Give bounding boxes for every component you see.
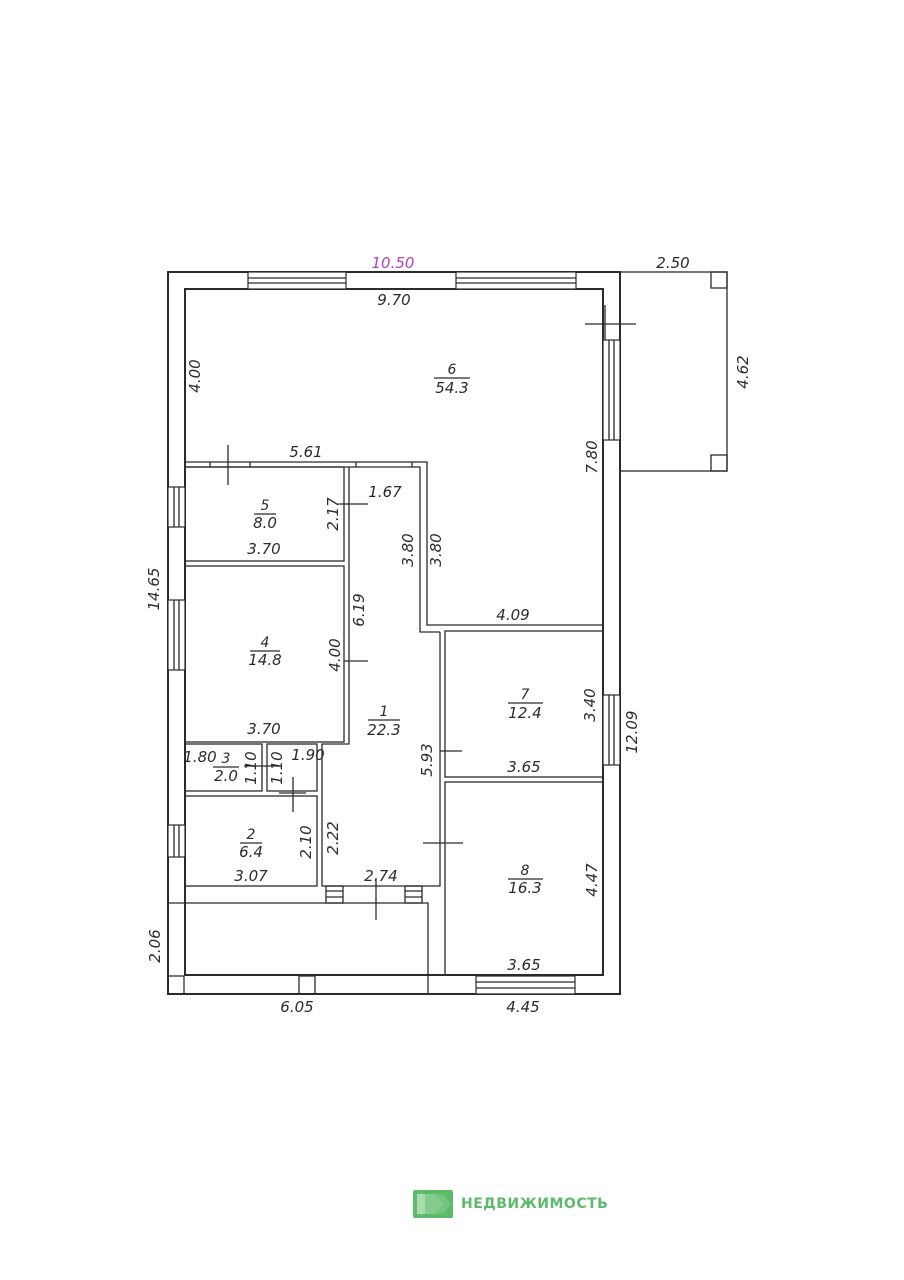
dim-wc-width: 1.90 bbox=[291, 746, 324, 764]
window-top-room5-gap bbox=[209, 462, 413, 467]
room-4-area: 14.8 bbox=[248, 651, 281, 669]
dimension-labels: 10.50 2.50 4.62 14.65 9.70 4.00 7.80 5.6… bbox=[145, 254, 752, 1016]
dim-living-step-b: 3.80 bbox=[427, 533, 445, 566]
window-right-room7 bbox=[602, 694, 621, 766]
windows bbox=[167, 271, 621, 995]
dim-overall-width: 10.50 bbox=[372, 254, 415, 272]
window-left-room2 bbox=[167, 824, 186, 858]
dim-right-wall: 12.09 bbox=[623, 711, 641, 754]
dim-room2-height: 2.10 bbox=[297, 825, 315, 858]
room-5-area: 8.0 bbox=[253, 514, 277, 532]
dim-living-top: 9.70 bbox=[377, 291, 410, 309]
terrace bbox=[619, 271, 728, 472]
dim-room7-width: 3.65 bbox=[507, 758, 540, 776]
dim-bottom-right: 4.45 bbox=[506, 998, 539, 1016]
room-5-number: 5 bbox=[261, 498, 270, 514]
room-8-area: 16.3 bbox=[508, 879, 541, 897]
hall-walls bbox=[321, 467, 441, 887]
dim-terrace-width: 2.50 bbox=[656, 254, 689, 272]
dim-terrace-depth: 4.62 bbox=[734, 355, 752, 388]
room-3-area: 2.0 bbox=[214, 767, 238, 785]
porch bbox=[167, 885, 429, 995]
dim-room3-h1: 1.10 bbox=[242, 751, 260, 784]
dim-room7-height: 3.40 bbox=[581, 688, 599, 721]
dim-room4-height: 4.00 bbox=[326, 638, 344, 671]
brand-name: НЕДВИЖИМОСТЬ bbox=[461, 1196, 609, 1212]
dim-living-bottom-right: 4.09 bbox=[496, 606, 529, 624]
room-labels: 6 54.3 5 8.0 4 14.8 1 22.3 3 2.0 2 6.4 7… bbox=[214, 362, 542, 897]
dim-overall-height: 14.65 bbox=[145, 568, 163, 611]
dim-hall-top: 1.67 bbox=[368, 483, 402, 501]
window-right-living bbox=[602, 339, 621, 441]
dim-room2-width: 3.07 bbox=[234, 867, 268, 885]
dim-porch-depth: 2.06 bbox=[146, 929, 164, 962]
room-6-area: 54.3 bbox=[435, 379, 468, 397]
brand-logo-icon bbox=[413, 1190, 453, 1218]
room-3-walls bbox=[184, 743, 263, 792]
dim-hall-left: 2.22 bbox=[324, 821, 342, 854]
dim-hall-bottom: 2.74 bbox=[364, 867, 397, 885]
dim-room8-width: 3.65 bbox=[507, 956, 540, 974]
dim-hall-right: 6.19 bbox=[350, 593, 368, 626]
window-left-room4 bbox=[167, 599, 186, 671]
window-top-right bbox=[455, 271, 577, 290]
window-left-room5 bbox=[167, 486, 186, 528]
room-7-area: 12.4 bbox=[508, 704, 541, 722]
dim-room3-h2: 1.10 bbox=[268, 751, 286, 784]
room-3-number: 3 bbox=[222, 751, 231, 767]
dim-room4-width: 3.70 bbox=[247, 720, 280, 738]
room-2-number: 2 bbox=[247, 827, 256, 843]
room-7-number: 7 bbox=[521, 687, 530, 703]
room-1-number: 1 bbox=[380, 704, 389, 720]
dim-living-step-a: 3.80 bbox=[399, 533, 417, 566]
door-markers bbox=[227, 305, 636, 920]
room-8-walls bbox=[444, 781, 604, 976]
dim-bottom-left: 6.05 bbox=[280, 998, 313, 1016]
wc-walls bbox=[266, 743, 318, 792]
dim-room3-width: 1.80 bbox=[183, 748, 216, 766]
dim-room8-height: 4.47 bbox=[583, 863, 601, 897]
dim-room5-height: 2.17 bbox=[324, 497, 342, 531]
dim-living-right: 7.80 bbox=[583, 440, 601, 473]
brand-logo: НЕДВИЖИМОСТЬ bbox=[413, 1190, 608, 1218]
room-8-number: 8 bbox=[521, 863, 530, 879]
room-6-number: 6 bbox=[448, 362, 457, 378]
dim-room5-width: 3.70 bbox=[247, 540, 280, 558]
room-1-area: 22.3 bbox=[367, 721, 400, 739]
room-4-number: 4 bbox=[261, 635, 270, 651]
dim-living-bottom-left: 5.61 bbox=[289, 443, 322, 461]
room-2-area: 6.4 bbox=[239, 843, 263, 861]
dim-hall-height: 5.93 bbox=[418, 743, 436, 776]
area-fraction-lines bbox=[213, 377, 543, 880]
window-top-left bbox=[247, 271, 347, 290]
window-bottom-room8 bbox=[475, 975, 576, 995]
dim-living-left: 4.00 bbox=[186, 359, 204, 392]
